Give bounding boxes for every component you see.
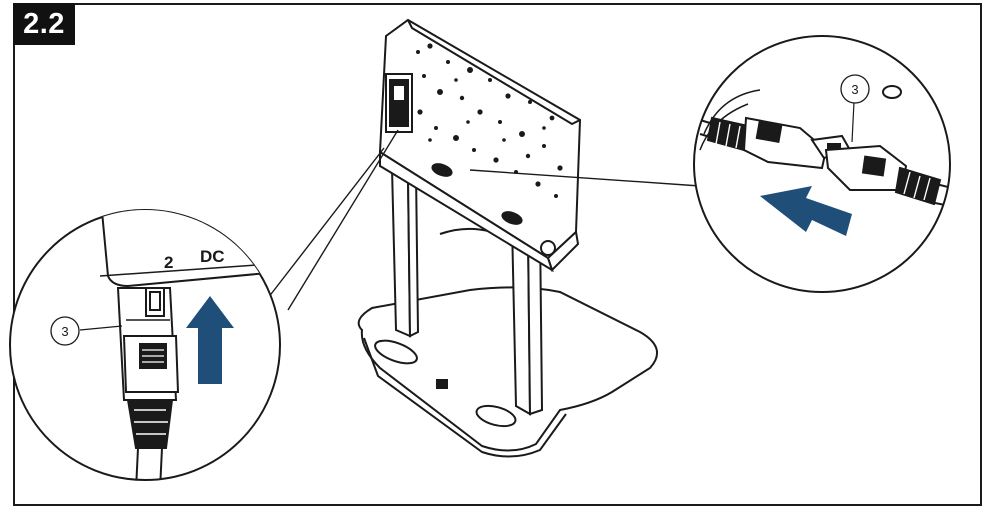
mounting-head [378, 18, 582, 273]
mounting-holes [416, 43, 563, 198]
left-callout-number: 3 [61, 324, 68, 339]
insert-left-arrow [760, 186, 852, 236]
port-dc-label: DC [200, 247, 225, 266]
right-detail-circle [693, 35, 951, 293]
leader-lines [267, 129, 701, 311]
left-callout-circle [50, 316, 80, 346]
right-callout-number: 3 [851, 82, 858, 97]
left-callout-leader [79, 325, 123, 331]
frame-border [13, 3, 982, 506]
left-detail-circle [9, 209, 281, 481]
right-callout-leader [851, 101, 855, 143]
step-number-badge: 2.2 [13, 3, 75, 45]
right-callout-circle [840, 74, 870, 104]
insert-up-arrow [186, 296, 234, 384]
port-number-label: 2 [164, 253, 173, 272]
stand-base [357, 286, 659, 458]
